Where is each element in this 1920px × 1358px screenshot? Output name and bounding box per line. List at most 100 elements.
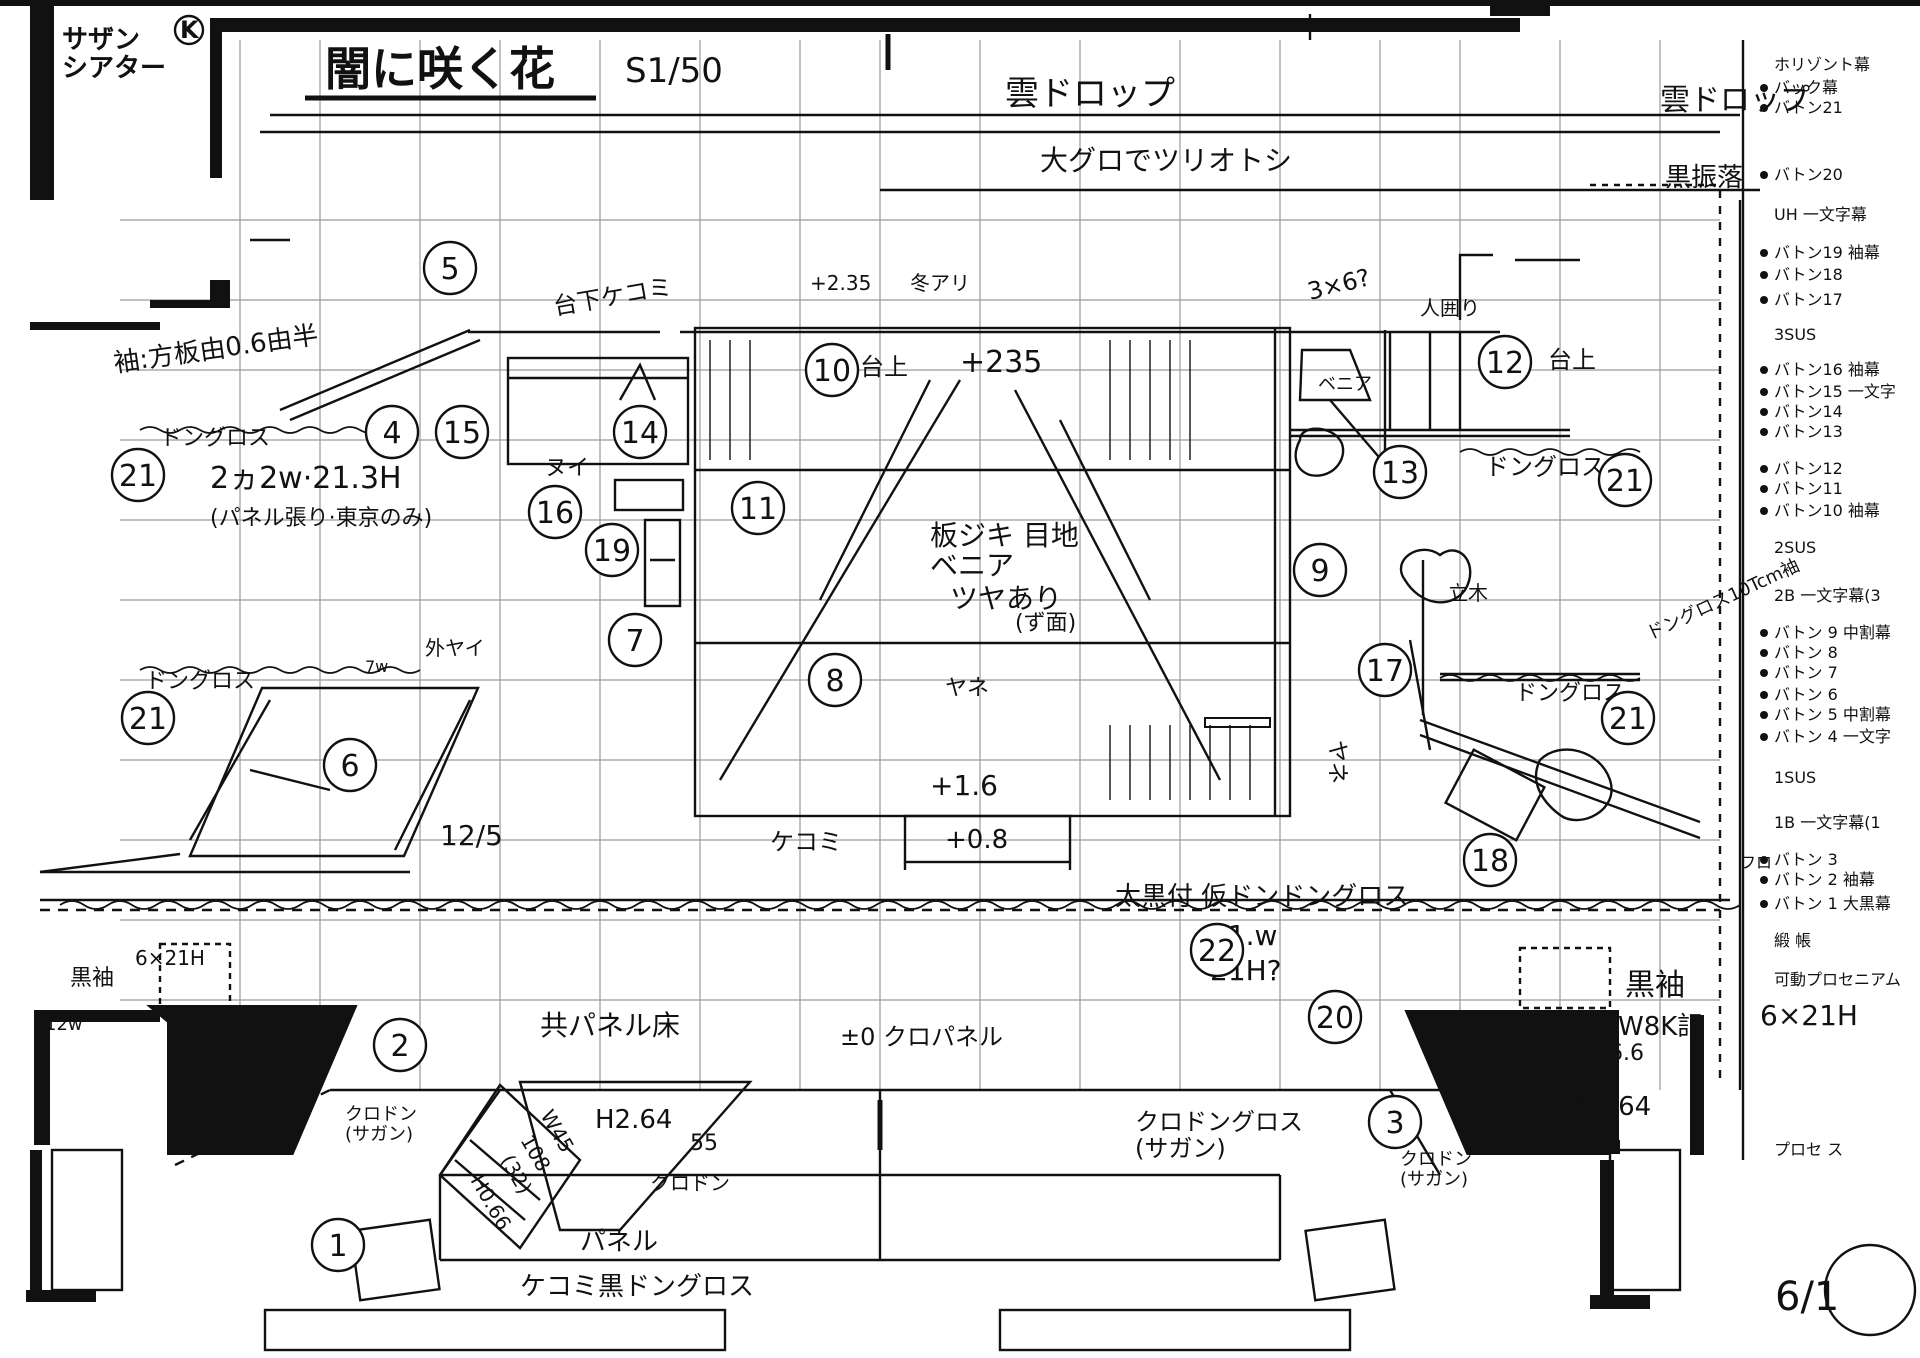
batten-dot <box>1760 691 1768 699</box>
theater-mark: K <box>180 16 200 44</box>
note-kurodon-right: クロドン(サガン) <box>1400 1149 1472 1190</box>
batten-dot <box>1760 629 1768 637</box>
note-twelve-w: 12w <box>45 1014 83 1035</box>
svg-text:22: 22 <box>1198 934 1236 969</box>
note-itajiki: 板ジキ 目地 <box>930 519 1079 552</box>
unit-marker-8: 8 <box>807 652 863 708</box>
svg-text:19: 19 <box>593 534 631 569</box>
theater-name: サザンシアター <box>62 25 166 84</box>
batten-dot <box>1760 296 1768 304</box>
note-dongurosu-left: ドングロス <box>160 426 270 451</box>
note-kumo-drop-right: 雲ドロップ <box>1660 83 1810 118</box>
note-six-by-21h-left: 6×21H <box>135 946 205 970</box>
unit-marker-5: 5 <box>422 240 478 296</box>
unit-marker-18: 18 <box>1462 832 1518 888</box>
batten-label: バトン 1 大黒幕 <box>1774 894 1891 913</box>
note-sotohiki: 外ヤイ <box>425 636 485 660</box>
stage-grid <box>120 40 1720 1090</box>
batten-dot <box>1760 84 1768 92</box>
unit-marker-13: 13 <box>1372 444 1428 500</box>
note-kurodon: クロドン <box>650 1171 730 1195</box>
batten-label: バトン13 <box>1774 422 1843 441</box>
batten-dot <box>1760 428 1768 436</box>
note-plus08: +0.8 <box>945 825 1008 855</box>
batten-label: バトン20 <box>1774 165 1843 184</box>
unit-marker-7: 7 <box>607 612 663 668</box>
batten-label: UH 一文字幕 <box>1774 205 1867 224</box>
svg-text:21: 21 <box>119 459 157 494</box>
unit-marker-9: 9 <box>1292 542 1348 598</box>
svg-text:18: 18 <box>1471 844 1509 879</box>
note-yane-vertical: ヤネ <box>1324 740 1349 784</box>
note-kekomi-bottom: ケコミ <box>770 828 842 856</box>
batten-label: バトン 5 中割幕 <box>1774 705 1891 724</box>
batten-label: バトン11 <box>1774 479 1843 498</box>
batten-dot <box>1760 465 1768 473</box>
svg-text:6: 6 <box>340 749 359 784</box>
note-stage-h: ステージ H 264 <box>1462 1092 1651 1122</box>
note-six-by-21h-right: 6×21H <box>1760 999 1858 1032</box>
note-beniya: ベニア <box>1318 374 1372 395</box>
right-units <box>1294 330 1701 842</box>
note-kurodon-center: クロドングロス(サガン) <box>1135 1108 1303 1162</box>
note-dai-ue-12: 台上 <box>1548 346 1596 374</box>
note-dai-ue-10: 台上 <box>860 353 908 381</box>
batten-label: バトン12 <box>1774 459 1843 478</box>
note-tachiki: 立木 <box>1448 581 1488 605</box>
note-plus0-kuropanel: ±0 クロパネル <box>840 1023 1003 1051</box>
unit-marker-12: 12 <box>1477 334 1533 390</box>
unit-marker-19: 19 <box>584 522 640 578</box>
scale-label: S1/50 <box>625 51 723 91</box>
theater-walls <box>0 0 1920 1309</box>
svg-text:21: 21 <box>129 702 167 737</box>
batten-label: バトン17 <box>1774 290 1843 309</box>
batten-dot <box>1760 733 1768 741</box>
batten-label: バック幕 <box>1774 78 1838 97</box>
svg-text:21: 21 <box>1609 702 1647 737</box>
batten-label: バトン15 一文字 <box>1774 382 1896 401</box>
title-block: サザンシアター K 闇に咲く花 S1/50 6/1 <box>55 14 1917 1337</box>
svg-text:13: 13 <box>1381 456 1419 491</box>
batten-label: プロセ ス <box>1774 1140 1843 1159</box>
note-w8k: W8K記 <box>1618 1012 1703 1042</box>
note-kuro-sode-right: 黒袖 <box>1625 968 1685 1003</box>
note-plus235-main: +235 <box>960 345 1042 380</box>
note-kekomi-kuro: ケコミ黒ドングロス <box>520 1272 754 1302</box>
unit-marker-21: 21 <box>110 447 166 503</box>
note-kuro-sode: 黒袖 <box>70 966 114 991</box>
batten-dot <box>1760 876 1768 884</box>
note-kyou-panel: 共パネル床 <box>540 1009 680 1042</box>
batten-dot <box>1760 104 1768 112</box>
svg-text:9: 9 <box>1310 554 1329 589</box>
unit-marker-21: 21 <box>120 690 176 746</box>
note-panel: (パネル張り·東京のみ) <box>210 506 432 531</box>
note-kumo-drop: 雲ドロップ <box>1005 74 1175 114</box>
note-kurodon-left: クロドン(サガン) <box>345 1104 417 1145</box>
batten-label: バトン 7 <box>1774 663 1838 682</box>
note-beniya2: ベニア <box>930 549 1014 582</box>
sheet-number: 6/1 <box>1775 1274 1839 1320</box>
note-yane: ヤネ <box>945 676 989 701</box>
batten-label: バトン16 袖幕 <box>1774 360 1880 379</box>
note-plus235-box: +2.35 <box>810 271 871 295</box>
svg-text:8: 8 <box>825 664 844 699</box>
unit-marker-22: 22 <box>1189 922 1245 978</box>
svg-text:15: 15 <box>443 416 481 451</box>
unit-marker-21: 21 <box>1600 690 1656 746</box>
main-platform <box>680 326 1570 870</box>
note-fifty-five: 55 <box>690 1131 718 1156</box>
unit-markers: 1234567891011121314151617181921212121222… <box>110 240 1656 1273</box>
batten-label: バトン21 <box>1774 98 1843 117</box>
note-panel4: パネル <box>580 1227 658 1257</box>
note-fuyu-ari: 冬アリ <box>910 271 970 295</box>
batten-label: 1B 一文字幕(1 <box>1774 813 1881 832</box>
note-oogurotsuri: 大グロでツリオトシ <box>1040 144 1292 177</box>
batten-label: バトン19 袖幕 <box>1774 243 1880 262</box>
unit-marker-16: 16 <box>527 484 583 540</box>
note-taiko: 太黒付 仮ドンドングロス <box>1115 882 1409 912</box>
note-dongurosu-right: ドングロス <box>1485 453 1605 481</box>
svg-text:2: 2 <box>390 1029 409 1064</box>
batten-label: バトン 6 <box>1774 685 1838 704</box>
unit-marker-15: 15 <box>434 404 490 460</box>
